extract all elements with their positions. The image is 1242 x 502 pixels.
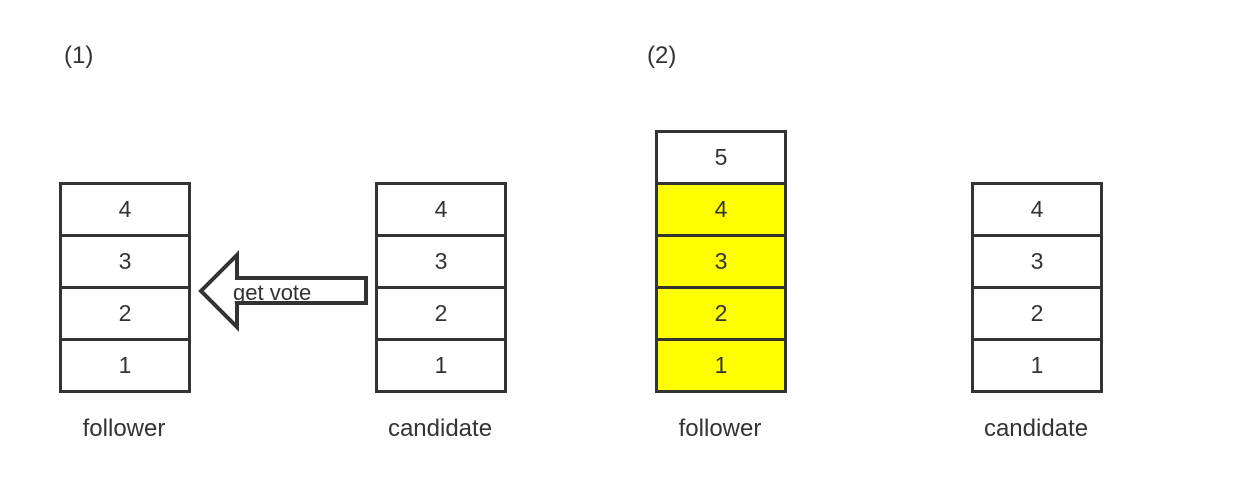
log-entry: 3: [378, 234, 504, 286]
log-entry: 2: [62, 286, 188, 338]
panel-1-follower-log: 4 3 2 1: [59, 182, 191, 393]
panel-2-follower-caption: follower: [678, 415, 762, 442]
panel-2-follower-log: 5 4 3 2 1: [655, 130, 787, 393]
panel-1-candidate-log: 4 3 2 1: [375, 182, 507, 393]
log-entry: 4: [974, 185, 1100, 234]
panel-2-label: (2): [647, 42, 677, 69]
panel-1-label: (1): [64, 42, 94, 69]
log-entry: 5: [658, 133, 784, 182]
panel-2-candidate-log: 4 3 2 1: [971, 182, 1103, 393]
log-entry: 4: [378, 185, 504, 234]
log-entry-highlighted: 3: [658, 234, 784, 286]
log-entry: 3: [974, 234, 1100, 286]
log-entry-highlighted: 4: [658, 182, 784, 234]
arrow-label: get vote: [233, 280, 312, 305]
log-entry: 3: [62, 234, 188, 286]
log-entry-highlighted: 1: [658, 338, 784, 390]
log-entry: 1: [62, 338, 188, 390]
log-entry: 2: [974, 286, 1100, 338]
log-entry-highlighted: 2: [658, 286, 784, 338]
panel-2-candidate-caption: candidate: [983, 415, 1089, 442]
log-entry: 4: [62, 185, 188, 234]
log-entry: 2: [378, 286, 504, 338]
log-entry: 1: [378, 338, 504, 390]
panel-1-candidate-caption: candidate: [387, 415, 493, 442]
log-entry: 1: [974, 338, 1100, 390]
panel-1-follower-caption: follower: [82, 415, 166, 442]
